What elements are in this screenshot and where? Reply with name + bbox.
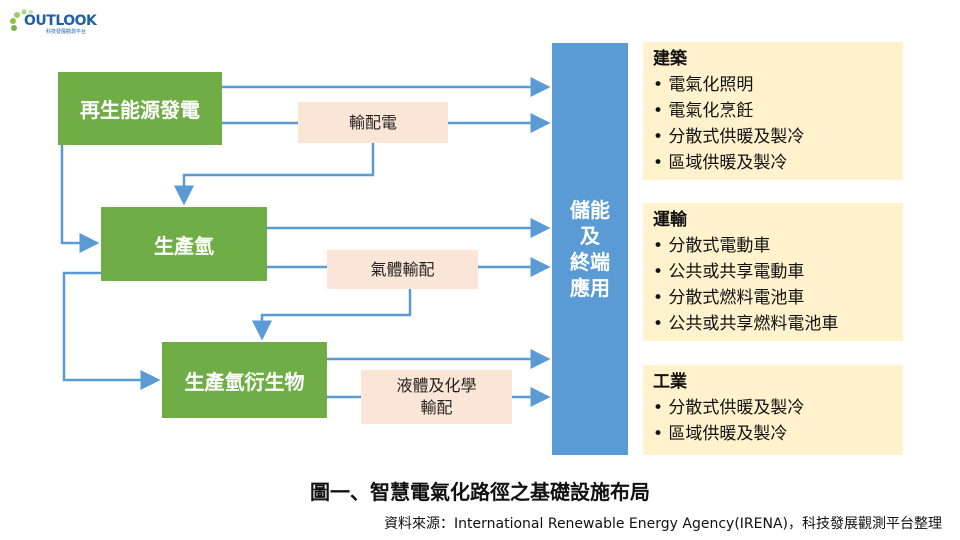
sector-title: 運輸 — [653, 210, 687, 230]
storage-line: 終端 — [570, 250, 610, 274]
node-gas-distribution: 氣體輸配 — [327, 250, 478, 289]
sector-buildings: 建築 • 電氣化照明 • 電氣化烹飪 • 分散式供暖及製冷 • 區域供暖及製冷 — [643, 42, 903, 180]
storage-line: 及 — [580, 224, 600, 248]
node-power-grid: 輸配電 — [298, 102, 448, 143]
liquid-chem-line1: 液體及化學 — [396, 376, 477, 396]
sector-title: 建築 — [653, 49, 687, 69]
logo-text: OUTLOOK — [24, 13, 97, 29]
arrow-gas-derivatives — [252, 289, 412, 341]
figure-caption: 圖一、智慧電氣化路徑之基礎設施布局 — [310, 480, 650, 504]
sector-item: • 電氣化照明 — [653, 75, 754, 95]
logo-subtext: 科技發展觀測平台 — [46, 29, 87, 35]
sector-item: • 公共或共享燃料電池車 — [653, 314, 839, 334]
sector-item: • 區域供暖及製冷 — [653, 424, 788, 444]
sector-item: • 分散式燃料電池車 — [653, 288, 805, 308]
arrow-renewable-hydrogen — [60, 145, 100, 253]
node-storage: 儲能 及 終端 應用 — [552, 43, 628, 455]
arrow-grid-hydrogen — [174, 143, 375, 206]
sector-item: • 公共或共享電動車 — [653, 262, 805, 282]
node-liquid-chem: 液體及化學 輸配 — [361, 370, 512, 424]
arrow-hydrogen-derivatives — [62, 271, 161, 390]
sector-title: 工業 — [653, 372, 687, 392]
logo: OUTLOOK 科技發展觀測平台 — [6, 8, 97, 35]
sector-item: • 區域供暖及製冷 — [653, 153, 788, 173]
node-hydrogen-derivatives: 生產氫衍生物 — [162, 342, 327, 418]
source-note: 資料來源：International Renewable Energy Agen… — [384, 516, 942, 532]
liquid-chem-line2: 輸配 — [420, 398, 453, 417]
storage-line: 儲能 — [570, 198, 610, 222]
sector-transport: 運輸 • 分散式電動車 • 公共或共享電動車 • 分散式燃料電池車 • 公共或共… — [643, 203, 903, 341]
sector-item: • 電氣化烹飪 — [653, 101, 754, 121]
sector-industry: 工業 • 分散式供暖及製冷 • 區域供暖及製冷 — [643, 365, 903, 455]
sector-item: • 分散式供暖及製冷 — [653, 398, 805, 418]
node-renewable: 再生能源發電 — [58, 72, 222, 145]
storage-line: 應用 — [570, 276, 610, 300]
sector-item: • 分散式供暖及製冷 — [653, 127, 805, 147]
sector-item: • 分散式電動車 — [653, 236, 771, 256]
node-hydrogen: 生產氫 — [101, 207, 267, 281]
logo-dots-icon — [10, 9, 33, 31]
